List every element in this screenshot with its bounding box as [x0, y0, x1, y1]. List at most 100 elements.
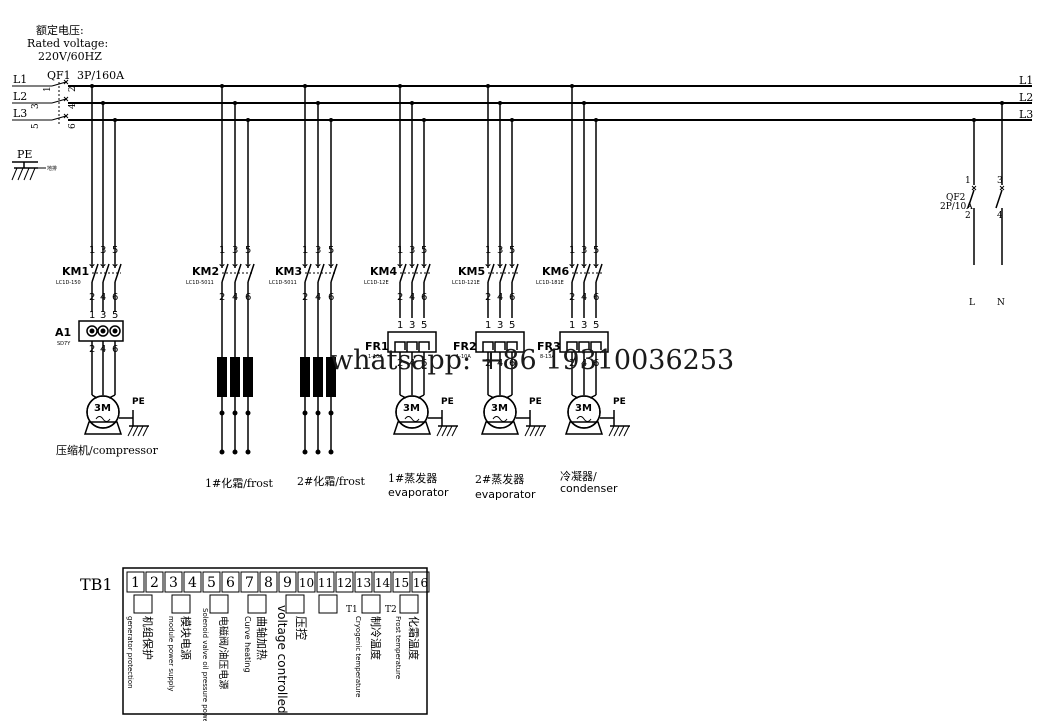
bus-label-l1-left: L1 [13, 73, 27, 86]
sensor-tag-t2: T2 [385, 605, 397, 615]
sensor-tag-t1: T1 [346, 605, 358, 615]
tb1-terminal-9 [278, 571, 297, 593]
qf1-terminal-5: 5 [31, 123, 41, 129]
circuit-5: 123456KM5LC1D-121E123456FR21-10A3MPE2#蒸发… [452, 84, 546, 501]
qf1-terminal-1: 1 [43, 86, 53, 92]
motor-label-6: 3M [575, 403, 592, 414]
control-out-n: N [997, 298, 1005, 308]
km-pole-top-3: 5 [593, 245, 599, 256]
tb1-terminal-6 [221, 571, 240, 593]
tb1-terminal-10 [297, 571, 316, 593]
tb1-terminal-4 [183, 571, 202, 593]
tb1-terminal-label-14: 14 [375, 576, 391, 590]
qf1-terminal-4: 4 [68, 103, 78, 109]
tb1-terminal-label-9: 9 [283, 575, 292, 591]
overload-name-2: FR2 [453, 340, 477, 353]
tb1-terminal-1 [126, 571, 145, 593]
overload-range-2: 1-10A [456, 354, 471, 360]
overload-name-1: FR1 [365, 340, 389, 353]
bus-label-l1-right: L1 [1019, 74, 1033, 87]
km-pole-top-2: 3 [232, 245, 238, 256]
qf1-terminal-2: 2 [68, 86, 78, 92]
fr-pole-top-1: 1 [569, 320, 575, 331]
bus-label-l2-right: L2 [1019, 91, 1033, 104]
bus-label-l3-right: L3 [1019, 108, 1033, 121]
load-label-3: 2#化霜/frost [297, 474, 366, 488]
a1-pole-top-1: 1 [89, 310, 95, 321]
km-pole-top-3: 5 [328, 245, 334, 256]
load-label-en-5: evaporator [475, 488, 536, 501]
control-out-l: L [969, 298, 975, 308]
load-label-1: 压缩机/compressor [56, 443, 159, 457]
load-label-en-4: evaporator [388, 486, 449, 499]
qf1-terminal-3: 3 [31, 103, 41, 109]
qf1-terminal-6: 6 [68, 123, 78, 129]
signal-1-en: module power supply [167, 616, 175, 691]
tb1-terminal-7 [240, 571, 259, 593]
motor-label-1: 3M [94, 403, 111, 414]
circuit-4: 123456KM4LC1D-12E123456FR11-10A3MPE1#蒸发器… [364, 84, 458, 499]
contactor-model-4: LC1D-12E [364, 280, 389, 286]
module-model: SD7Y [57, 341, 71, 347]
circuit-1: 123456KM1LC1D-150123456A1SD7Y3MPE压缩机/com… [55, 84, 159, 457]
km-pole-top-2: 3 [581, 245, 587, 256]
circuit-6: 123456KM6LC1D-181E123456FR38-13A3MPE冷凝器/… [536, 84, 630, 495]
qf2-terminal-1: 1 [965, 176, 971, 186]
load-circuits: 123456KM1LC1D-150123456A1SD7Y3MPE压缩机/com… [55, 84, 630, 501]
signal-3-cn: 曲轴加热 [255, 616, 269, 660]
pe-label: PE [17, 148, 32, 161]
motor-ground-label-6: PE [613, 397, 626, 407]
fr-pole-top-1: 1 [485, 320, 491, 331]
km-pole-top-1: 1 [397, 245, 403, 256]
signal-4-cn: 压控 [294, 616, 308, 640]
overload-range-3: 8-13A [540, 354, 555, 360]
fr-pole-top-3: 5 [509, 320, 515, 331]
signal-4-en: voltage controlled [275, 605, 289, 714]
tb1-terminal-label-7: 7 [245, 575, 254, 591]
signal-5-cn: 制冷温度 [369, 616, 383, 660]
tb1-signal-brackets: T1 T2 [133, 594, 419, 615]
fr-pole-top-3: 5 [421, 320, 427, 331]
tb1-terminal-label-10: 10 [299, 576, 314, 590]
a1-pole-top-3: 5 [112, 310, 118, 321]
rated-voltage-value: 220V/60HZ [38, 50, 102, 63]
tb1-frame [122, 567, 428, 715]
tb1-terminal-8 [259, 571, 278, 593]
fr-pole-top-3: 5 [593, 320, 599, 331]
motor-ground-label-5: PE [529, 397, 542, 407]
contactor-model-5: LC1D-121E [452, 280, 480, 286]
tb1-terminal-label-16: 16 [413, 576, 428, 590]
contactor-name-2: KM2 [192, 265, 219, 278]
tb1-terminal-13 [354, 571, 373, 593]
overload-range-1: 1-10A [368, 354, 383, 360]
rated-voltage-note: 额定电压: Rated voltage: 220V/60HZ [27, 23, 108, 63]
bus-label-l2-left: L2 [13, 90, 27, 103]
km-pole-top-1: 1 [89, 245, 95, 256]
qf1-rating: 3P/160A [77, 69, 125, 82]
signal-6-en: Frost temperature [394, 616, 402, 679]
contactor-model-2: LC1D-5011 [186, 280, 214, 286]
tb1-terminal-label-12: 12 [337, 576, 352, 590]
contactor-model-6: LC1D-181E [536, 280, 564, 286]
tb1-terminal-label-1: 1 [131, 575, 140, 591]
motor-label-4: 3M [403, 403, 420, 414]
bus-labels: L1 L2 L3 L1 L2 L3 [13, 73, 1033, 121]
signal-5-en: Cryogenic temperature [354, 616, 362, 697]
bus-label-l3-left: L3 [13, 107, 27, 120]
motor-label-5: 3M [491, 403, 508, 414]
tb1-terminal-label-2: 2 [150, 575, 159, 591]
incoming-feeders [12, 85, 52, 121]
tb1-terminal-16 [411, 571, 430, 593]
tb1-terminal-label-5: 5 [207, 575, 216, 591]
contactor-name-4: KM4 [370, 265, 397, 278]
pe-earth-bar: PE 地排 [11, 148, 57, 181]
load-label-6: 冷凝器/ [560, 469, 597, 483]
load-label-5: 2#蒸发器 [475, 472, 524, 486]
signal-2-en: Solenoid valve oil pressure power supply [201, 608, 209, 721]
qf2-terminal-4: 4 [997, 211, 1003, 221]
km-pole-top-2: 3 [315, 245, 321, 256]
